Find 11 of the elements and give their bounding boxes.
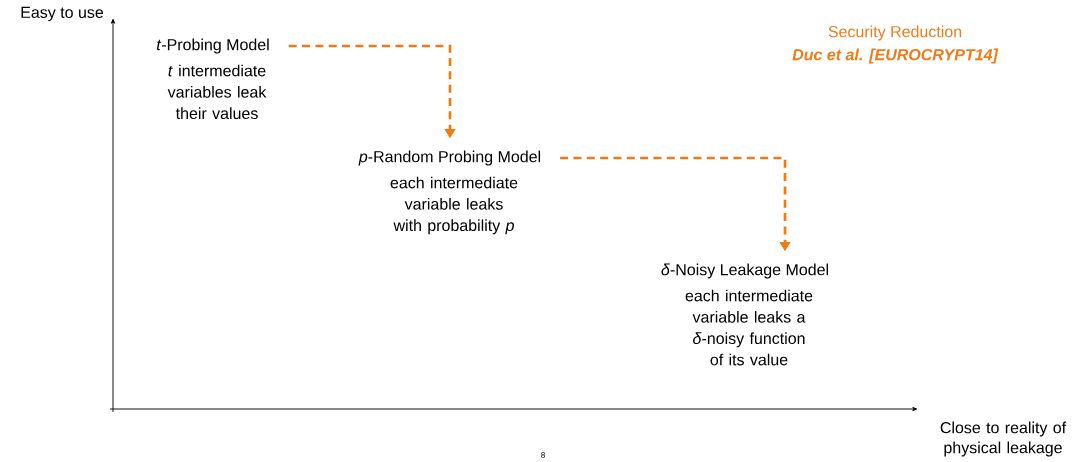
model-description: t intermediate variables leak their values xyxy=(167,64,267,120)
model-title: t-Probing Model xyxy=(157,38,269,54)
annotation-text: Security Reduction xyxy=(828,25,962,41)
model-description: each intermediate variable leaks a δ-noisy function of its value xyxy=(685,289,813,366)
page-number: 8 xyxy=(541,452,545,458)
citation-text: Duc et al. [EUROCRYPT14] xyxy=(792,48,999,64)
model-title: δ-Noisy Leakage Model xyxy=(661,263,828,279)
axis-label: Close to reality of physical leakage xyxy=(940,421,1067,457)
model-title: p-Random Probing Model xyxy=(358,150,541,166)
axis-label: Easy to use xyxy=(21,6,104,22)
model-description: each intermediate variable leaks with probability p xyxy=(390,176,518,235)
